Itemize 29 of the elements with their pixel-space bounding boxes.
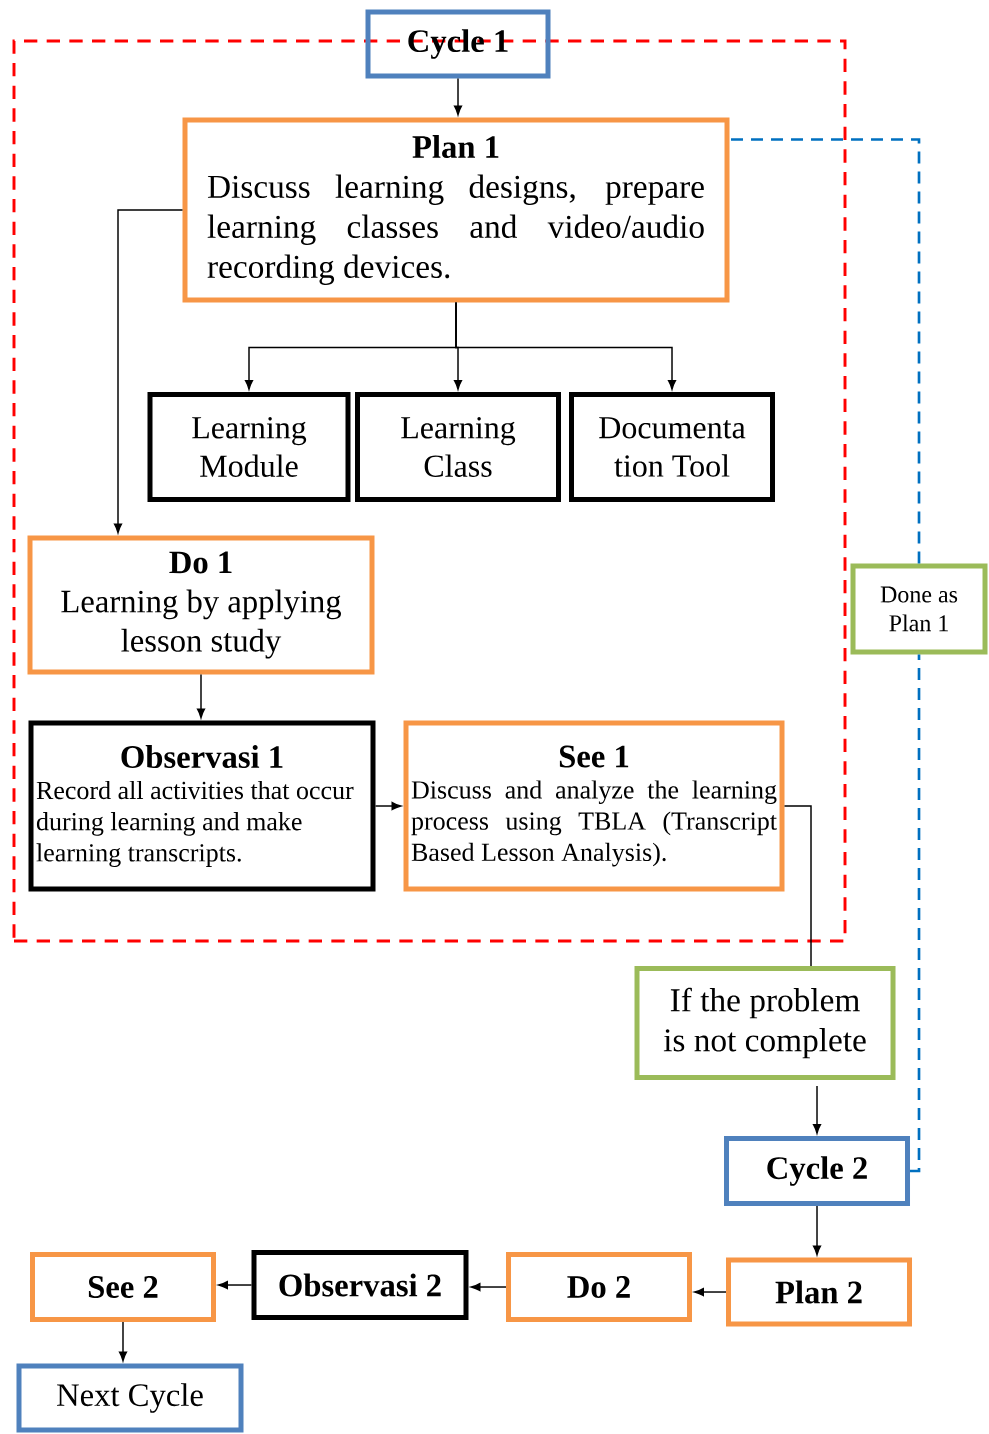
process-box: See 1 Discuss and analyze the learning process using TBLA (Transcript Based Lesson Analysis).	[403, 720, 785, 892]
process-box: Documenta tion Tool	[569, 392, 775, 502]
process-box: Observasi 2	[251, 1250, 469, 1320]
process-box: Learning Class	[355, 392, 561, 502]
arrow	[374, 801, 402, 811]
process-box: Plan 2	[726, 1257, 912, 1327]
connector-line	[783, 805, 812, 967]
arrow	[470, 1282, 507, 1292]
process-box: Next Cycle	[16, 1363, 244, 1433]
arrow	[113, 209, 184, 534]
process-box: Do 2	[506, 1252, 692, 1322]
arrow	[694, 1287, 727, 1297]
process-box: Do 1 Learning by applying lesson study	[27, 535, 375, 675]
arrow	[812, 1205, 822, 1256]
dashed-line	[910, 654, 921, 1173]
arrow	[453, 77, 463, 116]
process-box: Done as Plan 1	[850, 563, 988, 655]
process-box: Plan 1 Discuss learning designs, prepare learning classes and video/audio recording devices.	[182, 117, 730, 303]
arrow	[218, 1280, 253, 1290]
dashed-line	[729, 138, 921, 564]
process-box: See 2	[30, 1252, 216, 1322]
process-box: Learning Module	[147, 392, 351, 502]
process-box: Observasi 1 Record all activities that occur during learning and make learning transcripts.	[28, 720, 376, 892]
arrow	[118, 1321, 128, 1362]
arrow	[812, 1085, 822, 1134]
process-box: If the problem is not complete	[634, 966, 896, 1080]
arrow	[196, 673, 206, 719]
process-box: Cycle 2	[724, 1136, 910, 1206]
arrow	[455, 301, 677, 390]
